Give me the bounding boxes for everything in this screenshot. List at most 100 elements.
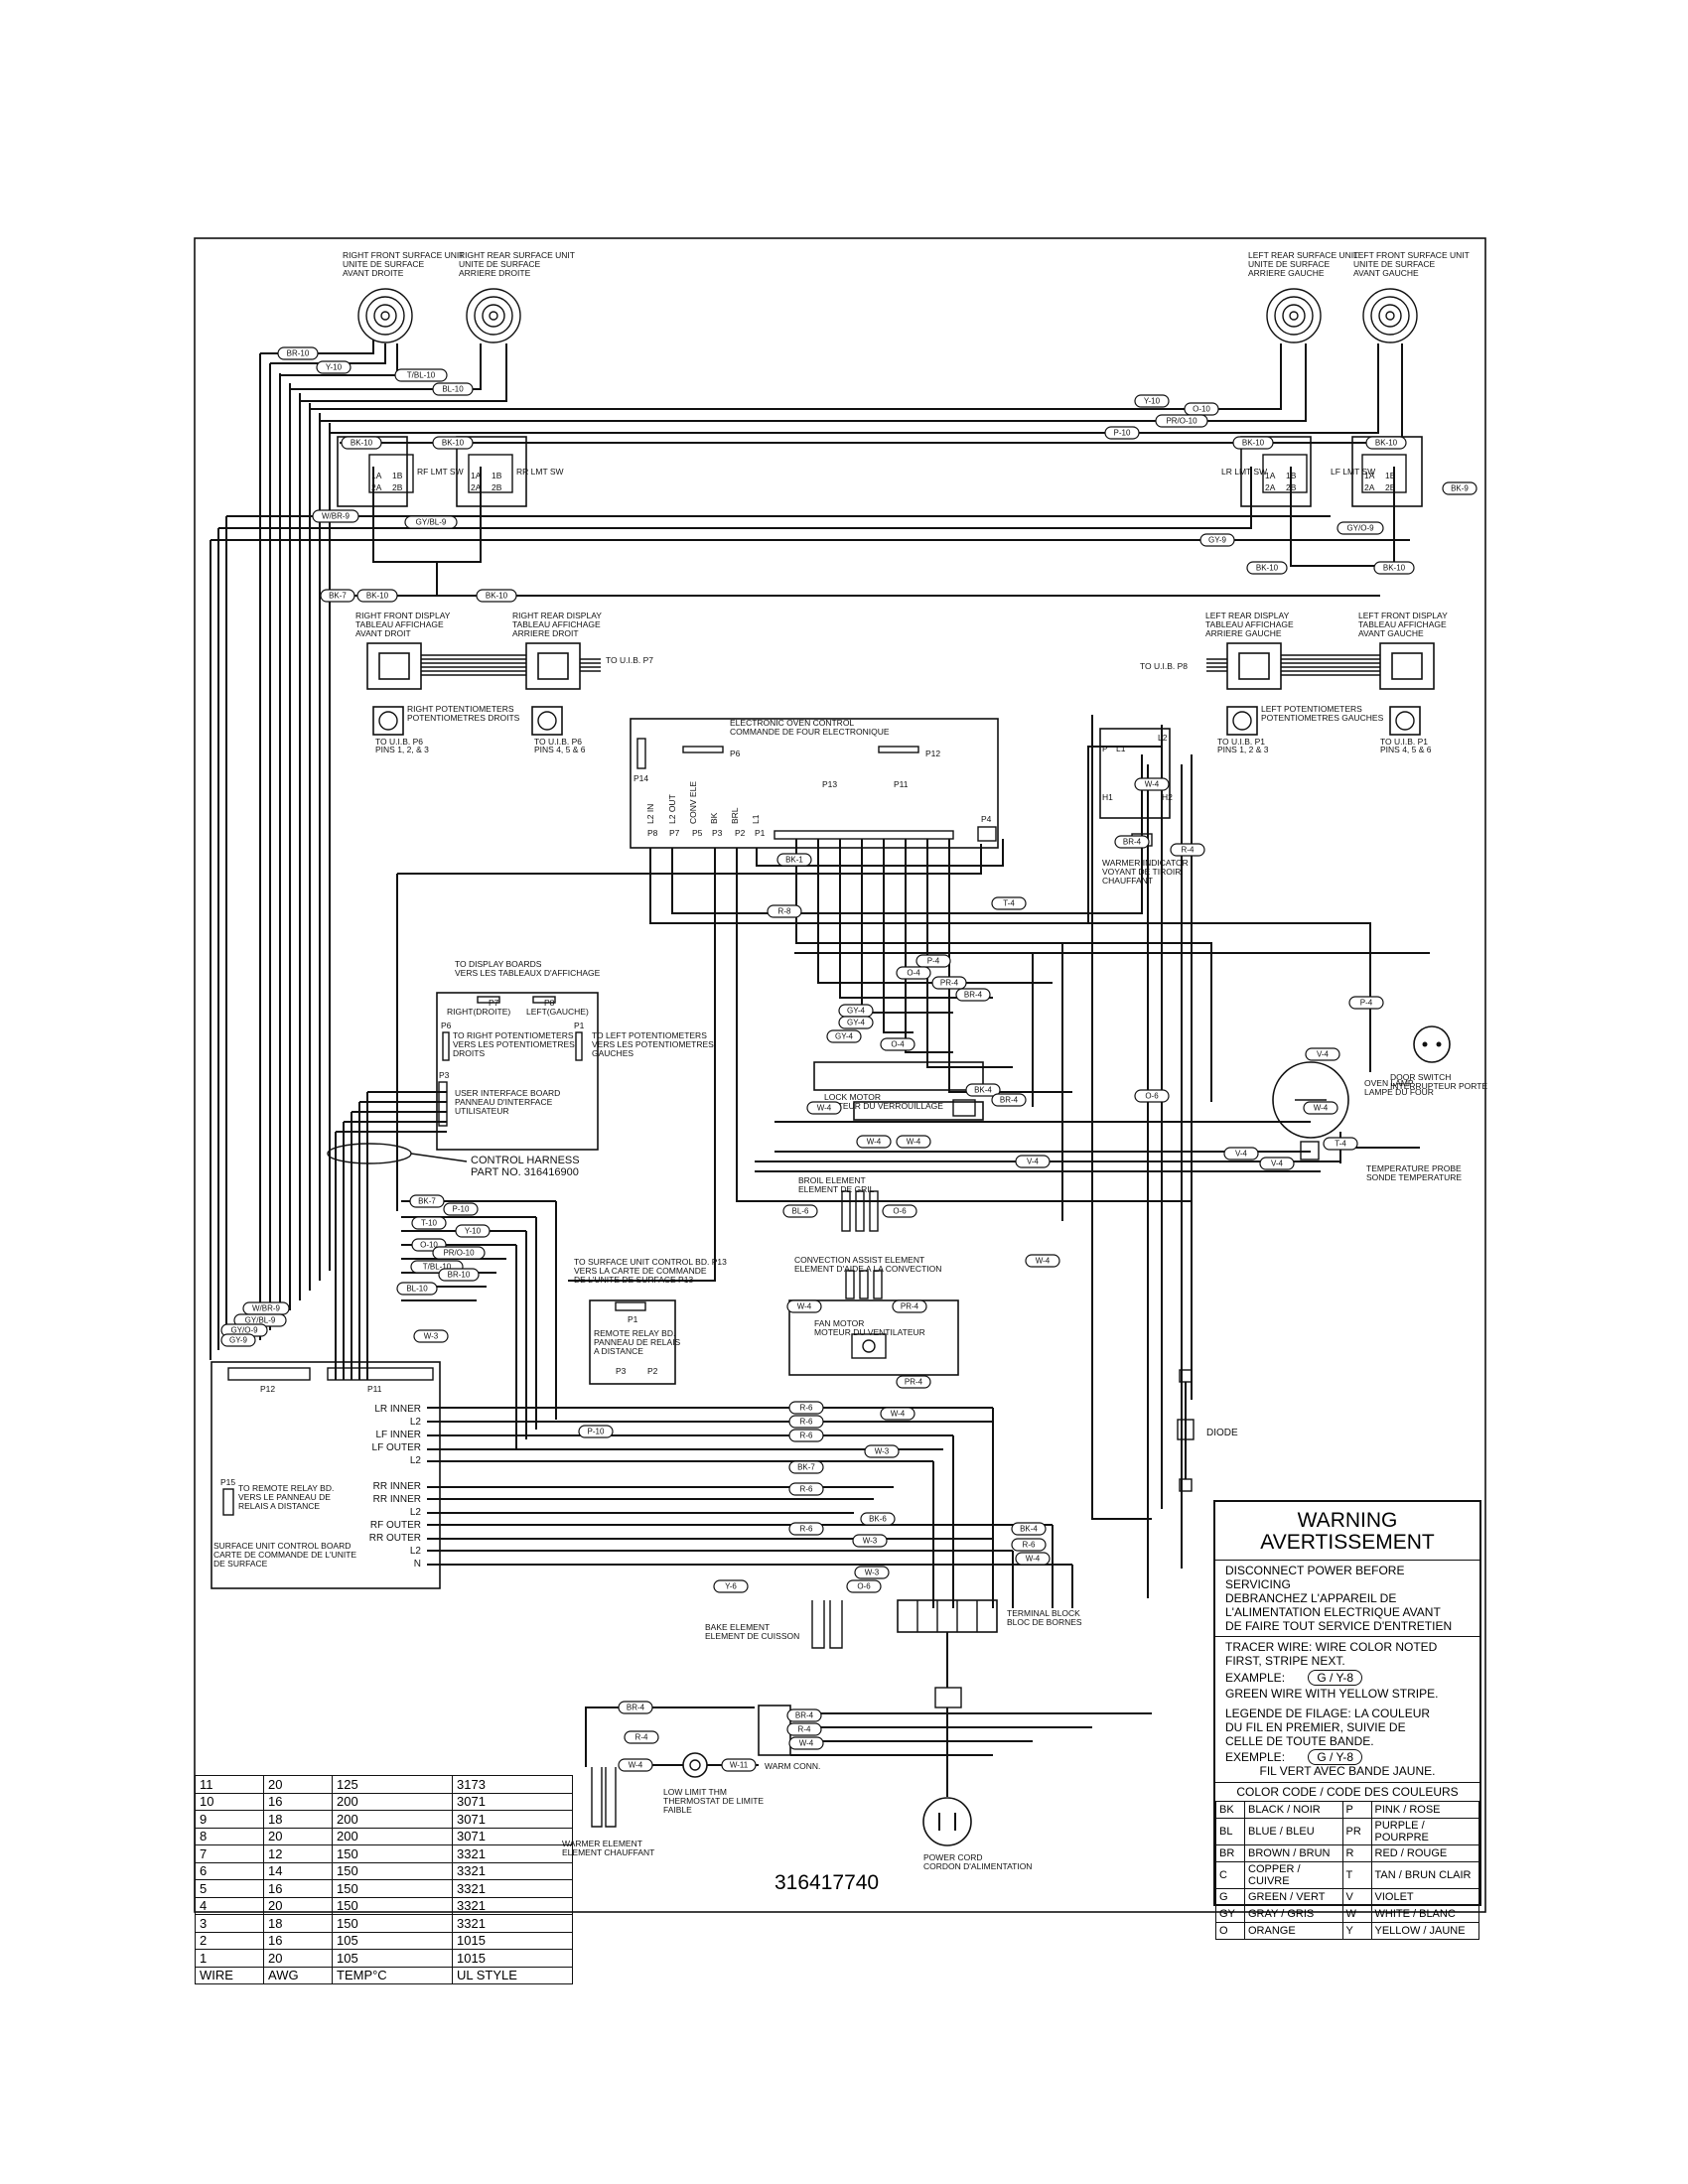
wire-tag: BR-4	[786, 1708, 822, 1722]
svg-text:TO DISPLAY BOARDS: TO DISPLAY BOARDS	[455, 959, 542, 969]
wire-table-cell: 105	[332, 1931, 453, 1950]
wire-tag: W-4	[1303, 1101, 1338, 1115]
svg-text:2A: 2A	[1265, 482, 1276, 492]
svg-text:TO RIGHT POTENTIOMETERS: TO RIGHT POTENTIOMETERS	[453, 1030, 574, 1040]
svg-text:POTENTIOMETRES DROITS: POTENTIOMETRES DROITS	[407, 713, 520, 723]
wire-table-cell: 3321	[452, 1844, 573, 1863]
warning-line: DISCONNECT POWER BEFORE SERVICING	[1225, 1564, 1405, 1591]
svg-text:TO U.I.B. P6: TO U.I.B. P6	[534, 737, 582, 747]
svg-text:CONTROL HARNESS: CONTROL HARNESS	[471, 1155, 580, 1166]
legend-code: T	[1341, 1861, 1372, 1889]
svg-text:TO U.I.B. P6: TO U.I.B. P6	[375, 737, 423, 747]
svg-text:P1: P1	[755, 828, 766, 838]
svg-text:LOCK MOTOR: LOCK MOTOR	[824, 1092, 881, 1102]
svg-text:P5: P5	[692, 828, 703, 838]
svg-text:TABLEAU AFFICHAGE: TABLEAU AFFICHAGE	[1358, 619, 1447, 629]
wire-tag: O-4	[880, 1037, 915, 1051]
svg-text:THERMOSTAT DE LIMITE: THERMOSTAT DE LIMITE	[663, 1796, 764, 1806]
legend-code: W	[1341, 1905, 1372, 1923]
oven-lamp	[1272, 1061, 1349, 1139]
svg-text:FAN MOTOR: FAN MOTOR	[814, 1318, 864, 1328]
wire-tag-label: O-10	[420, 1241, 438, 1250]
wire-tag-label: W-3	[863, 1537, 878, 1546]
svg-text:PINS 4, 5 & 6: PINS 4, 5 & 6	[534, 745, 586, 754]
svg-text:AVANT DROIT: AVANT DROIT	[355, 628, 411, 638]
svg-text:GAUCHES: GAUCHES	[592, 1048, 633, 1058]
tracer-line: TRACER WIRE: WIRE COLOR NOTED	[1225, 1640, 1438, 1654]
svg-text:P13: P13	[822, 779, 837, 789]
broil-element	[841, 1190, 879, 1232]
wire-tag-label: V-4	[1317, 1050, 1330, 1059]
wire-tag: T/BL-10	[394, 368, 448, 382]
wire-tag-label: R-6	[800, 1432, 813, 1440]
svg-text:LEFT FRONT DISPLAY: LEFT FRONT DISPLAY	[1358, 611, 1448, 620]
svg-text:L2: L2	[410, 1455, 422, 1466]
svg-text:BROIL ELEMENT: BROIL ELEMENT	[798, 1175, 866, 1185]
wire-tag-label: BK-7	[418, 1197, 436, 1206]
legend-code: R	[1341, 1844, 1372, 1862]
wire-tag-label: R-6	[800, 1418, 813, 1427]
wire-tag: W-4	[1134, 777, 1170, 791]
svg-text:VERS LE PANNEAU DE: VERS LE PANNEAU DE	[238, 1492, 331, 1502]
svg-text:VERS LES TABLEAUX D'AFFICHAGE: VERS LES TABLEAUX D'AFFICHAGE	[455, 968, 601, 978]
svg-text:CHAUFFANT: CHAUFFANT	[1102, 876, 1153, 886]
svg-text:ARRIERE GAUCHE: ARRIERE GAUCHE	[1205, 628, 1282, 638]
legend-color: RED / ROUGE	[1370, 1844, 1479, 1862]
wire-tag: R-6	[788, 1429, 824, 1442]
svg-text:1A: 1A	[1265, 471, 1276, 480]
svg-text:TO U.I.B. P8: TO U.I.B. P8	[1140, 661, 1188, 671]
legend-color: VIOLET	[1370, 1888, 1479, 1906]
convection-label: CONVECTION ASSIST ELEMENT ELEMENT D'AIDE…	[794, 1255, 941, 1274]
svg-text:TO U.I.B. P1: TO U.I.B. P1	[1380, 737, 1428, 747]
wire-tag: Y-6	[713, 1579, 749, 1593]
wire-tag: BK-4	[1011, 1522, 1047, 1536]
wire-tag: P-4	[915, 954, 951, 968]
wire-tag-label: PR-4	[905, 1378, 923, 1387]
svg-text:2B: 2B	[392, 482, 403, 492]
surface-unit-right-rear	[466, 288, 521, 343]
wire-table-cell: 16	[263, 1792, 333, 1811]
svg-text:TABLEAU AFFICHAGE: TABLEAU AFFICHAGE	[1205, 619, 1294, 629]
wire-tag-label: V-4	[1027, 1158, 1040, 1166]
surface-unit-control-board	[211, 1361, 441, 1589]
wire-tag: V-4	[1015, 1155, 1051, 1168]
wire-tag: R-6	[1011, 1538, 1047, 1552]
svg-text:TO LEFT POTENTIOMETERS: TO LEFT POTENTIOMETERS	[592, 1030, 707, 1040]
svg-text:AVANT GAUCHE: AVANT GAUCHE	[1358, 628, 1424, 638]
wire-table-cell: TEMP°C	[332, 1966, 453, 1984]
wire-tag: BR-10	[438, 1268, 480, 1282]
wire-tag: GY-9	[1199, 533, 1235, 547]
wire-tag-label: BK-10	[486, 592, 508, 601]
wire-tag-label: R-6	[1023, 1541, 1036, 1550]
legend-color: BROWN / BRUN	[1244, 1844, 1343, 1862]
wire-tag: O-4	[896, 966, 931, 980]
legend-code: Y	[1341, 1922, 1372, 1940]
wire-tag-label: BR-4	[627, 1704, 645, 1712]
wire-tag-label: GY/O-9	[1346, 524, 1374, 533]
wire-tag: PR/O-10	[432, 1246, 486, 1260]
remote-relay-board	[589, 1299, 676, 1385]
wire-tag-label: GY/BL-9	[416, 518, 447, 527]
legende-line: LEGENDE DE FILAGE: LA COULEUR	[1225, 1706, 1431, 1720]
wire-table-cell: 150	[332, 1844, 453, 1863]
surface-unit-right-front	[357, 288, 413, 343]
svg-text:P6: P6	[730, 749, 741, 758]
wire-tag-label: BL-10	[442, 385, 464, 394]
wire-tag-label: W-4	[891, 1410, 906, 1419]
wire-tag: P-4	[1348, 996, 1384, 1010]
wire-tag-label: BR-4	[1000, 1096, 1019, 1105]
wire-tag-label: GY-9	[1208, 536, 1226, 545]
wire-tag: BK-6	[860, 1512, 896, 1526]
wire-tag: GY-4	[838, 1004, 874, 1018]
wire-tags-mid: BK-1R-8T-4W-4BR-4R-4P-4P-4O-4PR-4BR-4GY-…	[767, 777, 1384, 1268]
wire-tag: W-4	[1025, 1254, 1060, 1268]
svg-text:1B: 1B	[392, 471, 403, 480]
svg-text:P11: P11	[367, 1384, 382, 1394]
legend-color: WHITE / BLANC	[1370, 1905, 1479, 1923]
wire-table-cell: 200	[332, 1792, 453, 1811]
